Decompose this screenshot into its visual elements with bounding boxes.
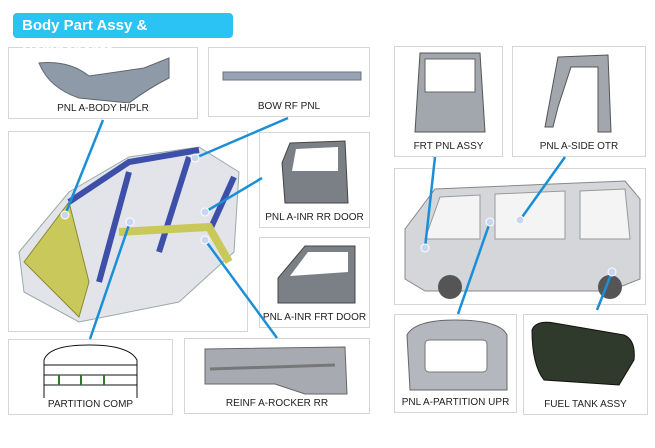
part-label: FUEL TANK ASSY (544, 399, 627, 410)
part-image (43, 344, 138, 398)
part-image (204, 346, 348, 395)
part-partition-comp: PARTITION COMP (8, 339, 173, 415)
part-pnl-a-inr-frt-door: PNL A-INR FRT DOOR (259, 237, 370, 328)
part-image (531, 321, 635, 386)
part-reinf-a-rocker-rr: REINF A-ROCKER RR (184, 338, 370, 414)
van-body-image (404, 180, 641, 299)
part-pnl-a-inr-rr-door: PNL A-INR RR DOOR (259, 132, 370, 228)
part-label: PNL A-PARTITION UPR (401, 397, 510, 408)
car-body-image (18, 146, 240, 323)
car-body-frame (8, 131, 248, 332)
part-label: FRT PNL ASSY (413, 141, 484, 152)
part-image (414, 52, 486, 133)
part-fuel-tank-assy: FUEL TANK ASSY (523, 314, 648, 415)
part-image (277, 245, 356, 304)
part-pnl-a-body-hplr: PNL A-BODY H/PLR (8, 47, 198, 119)
part-pnl-a-partition-upr: PNL A-PARTITION UPR (394, 314, 517, 413)
part-label: PNL A-INR FRT DOOR (262, 312, 367, 323)
part-image (406, 319, 508, 391)
part-label: BOW RF PNL (257, 101, 321, 112)
page-title: Body Part Assy & Components (13, 13, 233, 59)
part-image (38, 57, 170, 103)
part-label: REINF A-ROCKER RR (225, 398, 329, 409)
part-label: PNL A-INR RR DOOR (265, 212, 364, 223)
part-image (544, 54, 612, 133)
part-label: PNL A-BODY H/PLR (57, 103, 149, 114)
part-label: PARTITION COMP (47, 399, 134, 410)
part-pnl-a-side-otr: PNL A-SIDE OTR (512, 46, 646, 157)
part-label: PNL A-SIDE OTR (539, 141, 619, 152)
part-bow-rf-pnl: BOW RF PNL (208, 47, 370, 117)
part-image (222, 71, 362, 81)
part-image (281, 140, 349, 204)
part-frt-pnl-assy: FRT PNL ASSY (394, 46, 503, 157)
van-body (394, 168, 646, 305)
